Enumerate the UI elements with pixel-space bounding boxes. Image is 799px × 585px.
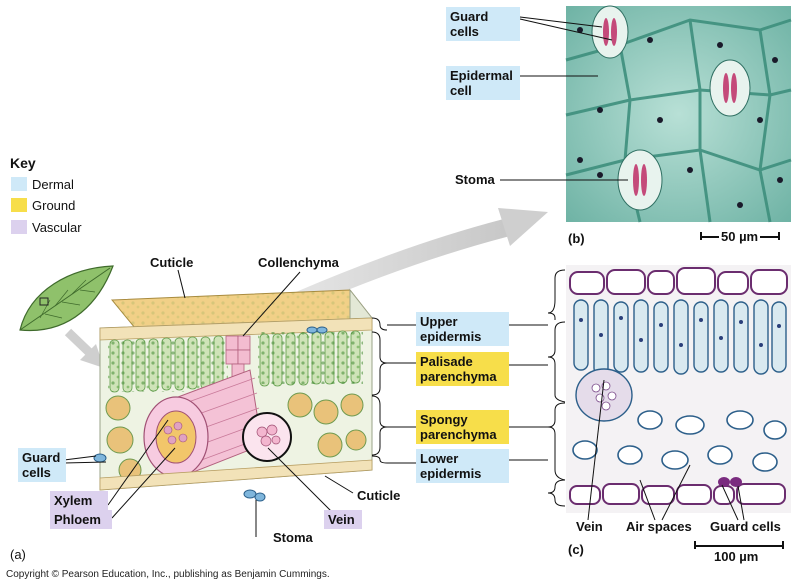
label-guard-cells-b: Guard cells <box>446 7 520 41</box>
micrograph-b <box>565 5 792 223</box>
key-swatch-vascular <box>11 220 27 234</box>
panel-b-leader-lines <box>500 16 628 181</box>
label-lower-epidermis: Lower epidermis <box>416 449 509 483</box>
micrograph-c <box>566 265 791 513</box>
label-vein-a: Vein <box>324 510 362 529</box>
key-label-dermal: Dermal <box>32 177 74 192</box>
label-stoma-a: Stoma <box>273 530 313 545</box>
key-label-ground: Ground <box>32 198 76 213</box>
panel-a-leader-lines <box>63 269 354 537</box>
label-cuticle-top: Cuticle <box>150 255 194 270</box>
scale-tick-b-right <box>778 232 780 240</box>
key-swatch-dermal <box>11 177 27 191</box>
key-swatch-ground <box>11 198 27 212</box>
label-spongy-parenchyma: Spongy parenchyma <box>416 410 509 444</box>
label-palisade-parenchyma: Palisade parenchyma <box>416 352 509 386</box>
key-label-vascular: Vascular <box>32 220 82 235</box>
scale-tick-c-right <box>782 541 784 549</box>
label-guard-cells-c: Guard cells <box>710 519 781 534</box>
label-upper-epidermis: Upper epidermis <box>416 312 509 346</box>
panel-a-letter: (a) <box>10 547 26 562</box>
panel-c-letter: (c) <box>568 542 584 557</box>
label-stoma-b: Stoma <box>455 172 495 187</box>
scale-tick-b-left <box>700 232 702 240</box>
label-air-spaces: Air spaces <box>626 519 692 534</box>
leaf-block-illustration <box>93 288 373 502</box>
label-xylem: Xylem <box>50 491 108 510</box>
panel-c-brackets <box>547 269 566 507</box>
label-cuticle-bottom: Cuticle <box>357 488 401 503</box>
connector-arrow-to-b <box>291 208 548 309</box>
copyright-notice: Copyright © Pearson Education, Inc., pub… <box>6 569 330 580</box>
zoom-arrow <box>64 328 104 368</box>
panel-b-letter: (b) <box>568 231 585 246</box>
panel-c-leader-lines <box>587 379 745 521</box>
label-epidermal-cell: Epidermal cell <box>446 66 520 100</box>
label-collenchyma: Collenchyma <box>258 255 339 270</box>
label-phloem: Phloem <box>50 510 112 529</box>
tissue-layer-brackets <box>371 317 548 464</box>
scale-tick-c-left <box>694 541 696 549</box>
key-title: Key <box>10 155 36 171</box>
leaf-icon <box>19 265 114 332</box>
label-vein-c: Vein <box>576 519 603 534</box>
scale-label-b: 50 µm <box>719 229 761 244</box>
label-guard-cells-a: Guard cells <box>18 448 66 482</box>
scale-bar-c <box>694 545 784 547</box>
scale-label-c: 100 µm <box>714 549 759 564</box>
